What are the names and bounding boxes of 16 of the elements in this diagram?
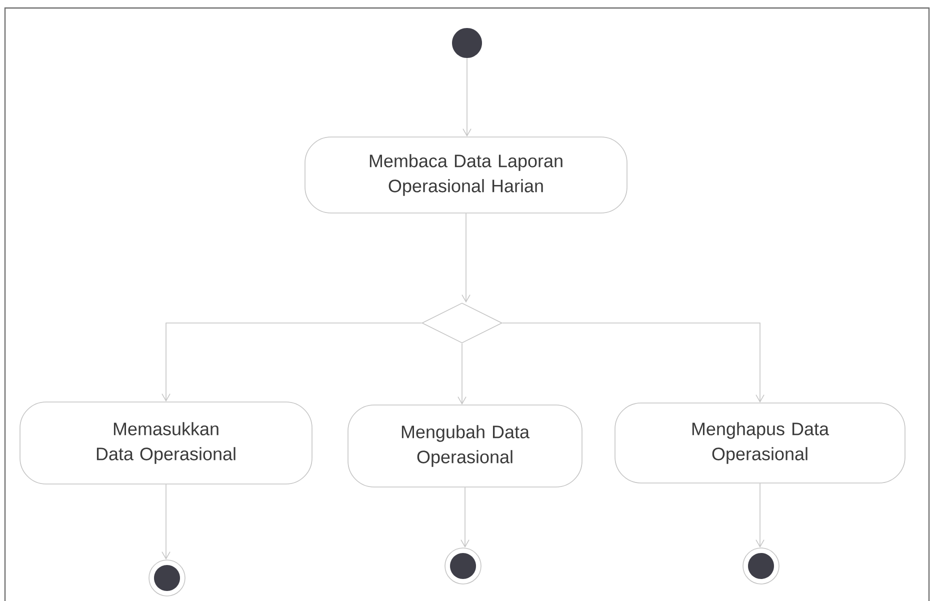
activity-box: Menghapus Data Operasional [614, 402, 906, 484]
activity-box: Mengubah Data Operasional [348, 404, 582, 488]
arrow [162, 322, 422, 402]
final-node [444, 548, 482, 584]
arrow [502, 322, 764, 403]
activity-box: Memasukkan Data Operasional [20, 402, 312, 484]
arrow [462, 213, 470, 303]
arrow [460, 487, 470, 548]
arrow [462, 58, 472, 137]
arrow [756, 483, 764, 548]
activity-box: Membaca Data Laporan Operasional Harian [304, 136, 628, 214]
arrow [162, 484, 170, 560]
final-node [742, 548, 780, 584]
final-node [148, 560, 186, 596]
arrow [458, 343, 466, 405]
initial-node [452, 28, 482, 58]
